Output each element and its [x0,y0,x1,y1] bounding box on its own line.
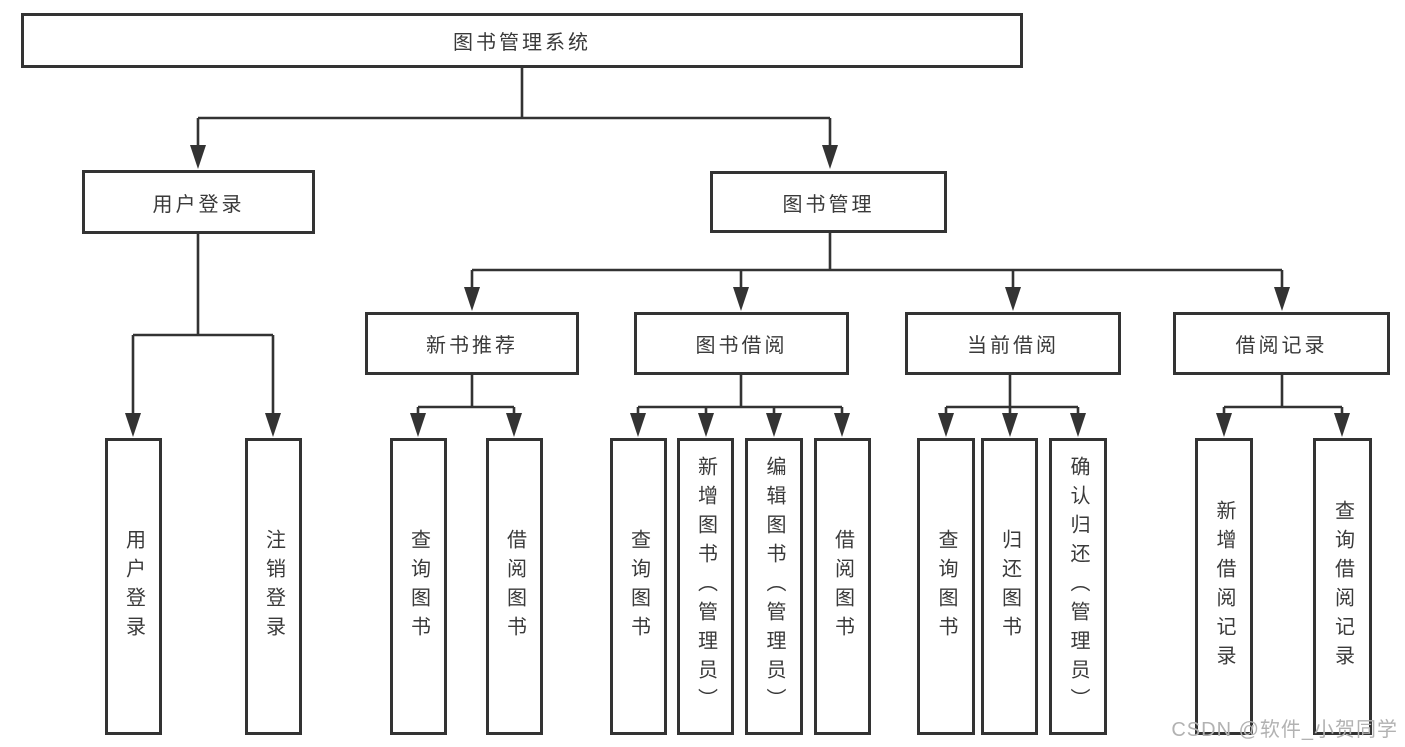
node-borrow-records: 借阅记录 [1173,312,1390,375]
leaf-current-query: 查询图书 [917,438,975,735]
leaf-records-add: 新增借阅记录 [1195,438,1253,735]
leaf-logout-label: 注销登录 [262,528,285,645]
node-book-manage: 图书管理 [710,171,947,233]
leaf-newbooks-borrow-label: 借阅图书 [503,528,526,645]
leaf-newbooks-query-label: 查询图书 [407,528,430,645]
leaf-newbooks-borrow: 借阅图书 [486,438,543,735]
node-root: 图书管理系统 [21,13,1023,68]
arrowheads [125,145,1350,437]
node-current-borrow: 当前借阅 [905,312,1121,375]
leaf-records-add-label: 新增借阅记录 [1213,499,1235,674]
node-book-borrow: 图书借阅 [634,312,849,375]
node-user-login-label: 用户登录 [152,193,245,216]
leaf-borrow-add: 新增图书（管理员） [677,438,734,735]
leaf-borrow-edit-label: 编辑图书（管理员） [763,456,785,717]
leaf-current-query-label: 查询图书 [935,528,957,645]
leaf-borrow-add-label: 新增图书（管理员） [694,456,717,717]
node-book-manage-label: 图书管理 [782,193,875,216]
leaf-records-query-label: 查询借阅记录 [1331,499,1354,674]
leaf-current-confirm-label: 确认归还（管理员） [1067,456,1089,717]
leaf-user-login: 用户登录 [105,438,162,735]
leaf-current-return-label: 归还图书 [998,528,1021,645]
leaf-borrow-borrow-label: 借阅图书 [831,528,854,645]
leaf-logout: 注销登录 [245,438,302,735]
node-book-borrow-label: 图书借阅 [695,335,788,357]
node-new-books: 新书推荐 [365,312,579,375]
leaf-borrow-borrow: 借阅图书 [814,438,871,735]
leaf-borrow-query: 查询图书 [610,438,667,735]
node-current-borrow-label: 当前借阅 [967,335,1059,357]
leaf-user-login-label: 用户登录 [122,528,145,645]
csdn-watermark: CSDN @软件_小贺同学 [1171,719,1398,741]
node-new-books-label: 新书推荐 [426,335,518,357]
leaf-current-return: 归还图书 [981,438,1038,735]
leaf-records-query: 查询借阅记录 [1313,438,1372,735]
node-borrow-records-label: 借阅记录 [1235,335,1328,357]
leaf-current-confirm: 确认归还（管理员） [1049,438,1107,735]
node-root-label: 图书管理系统 [453,32,591,54]
leaf-borrow-query-label: 查询图书 [627,528,650,645]
leaf-borrow-edit: 编辑图书（管理员） [745,438,803,735]
node-user-login: 用户登录 [82,170,315,234]
leaf-newbooks-query: 查询图书 [390,438,447,735]
